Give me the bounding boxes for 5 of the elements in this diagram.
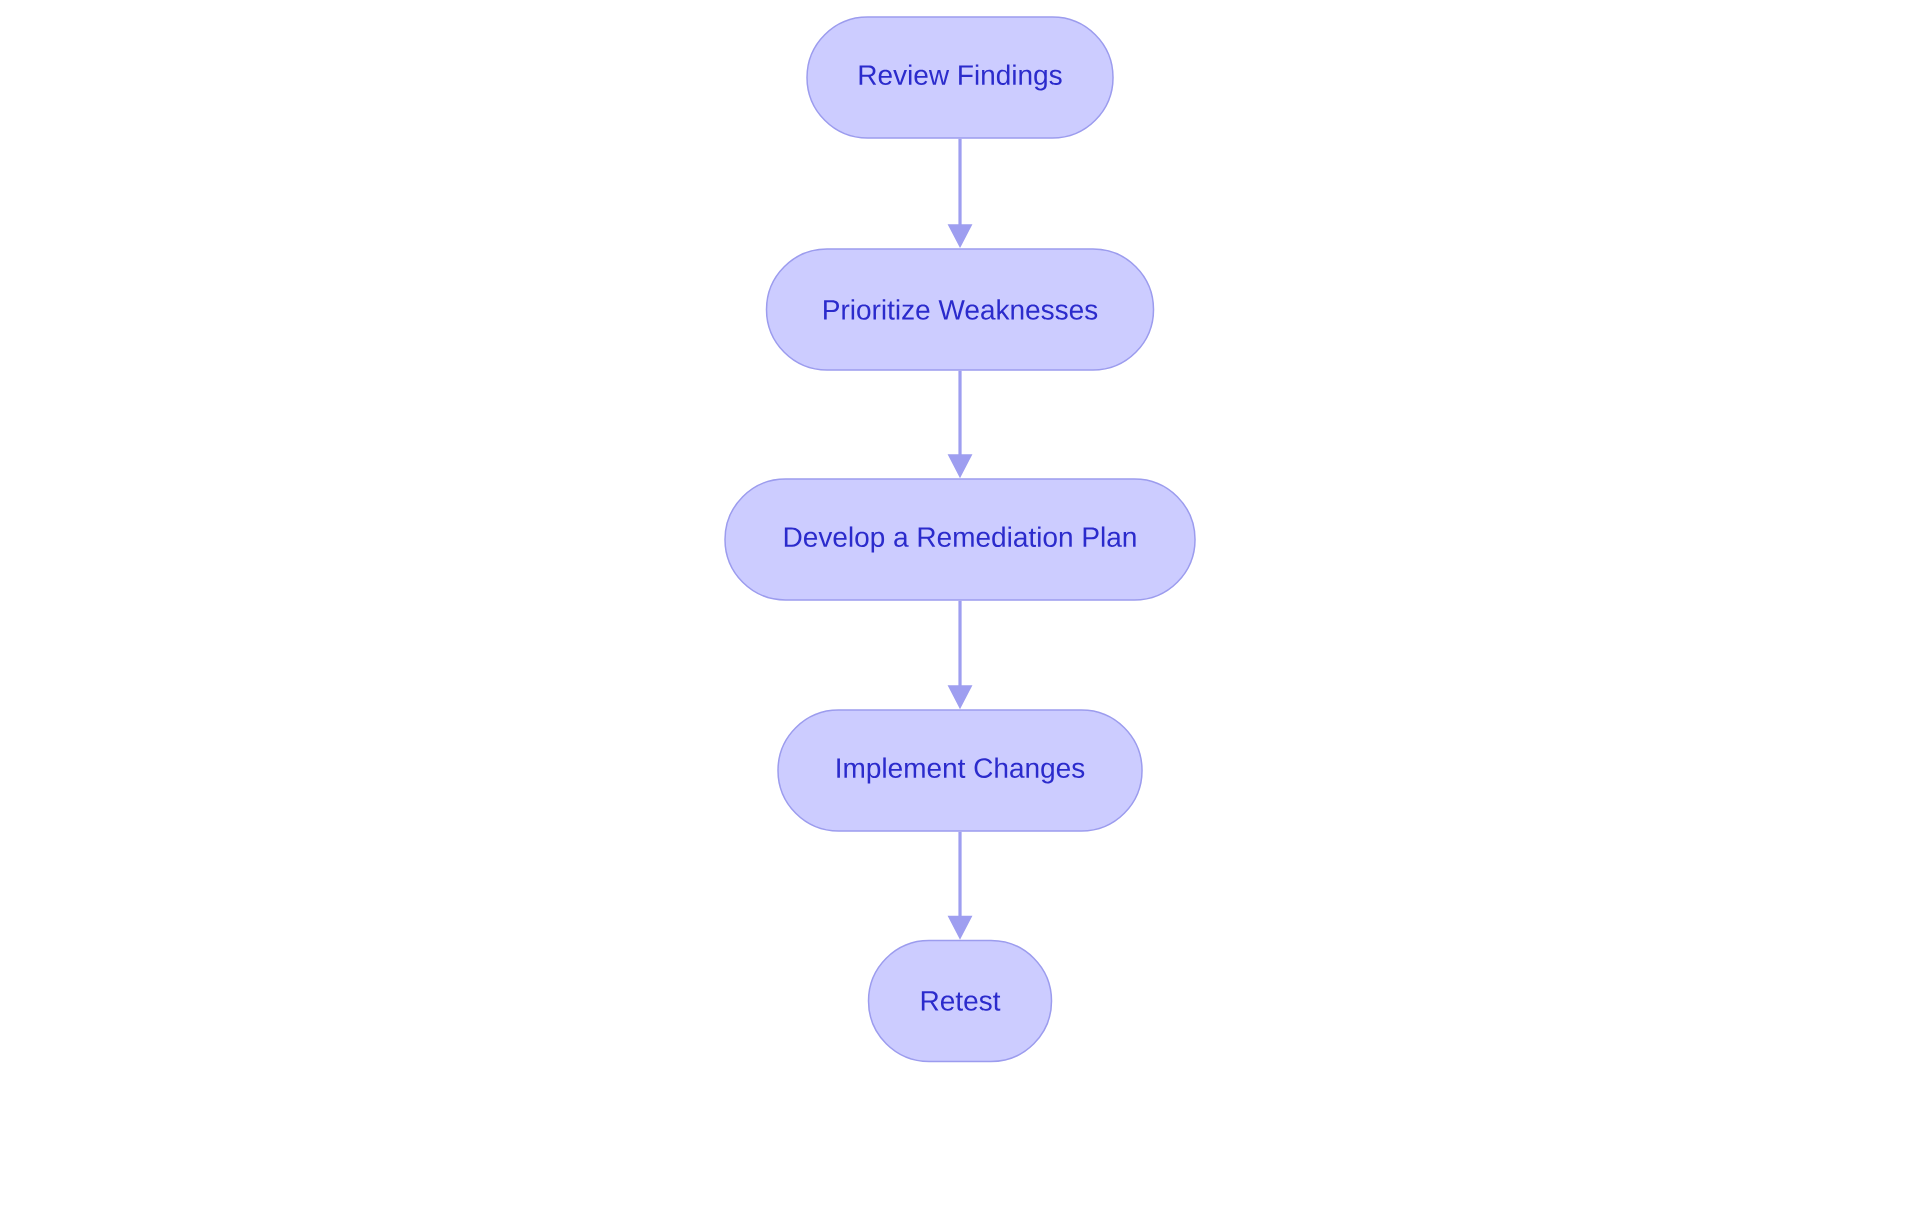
process-box: Review Findings <box>806 16 1114 139</box>
process-box: Prioritize Weaknesses <box>765 248 1155 371</box>
process-box: Implement Changes <box>777 709 1143 832</box>
process-box: Develop a Remediation Plan <box>724 478 1196 601</box>
process-box: Retest <box>867 939 1053 1063</box>
